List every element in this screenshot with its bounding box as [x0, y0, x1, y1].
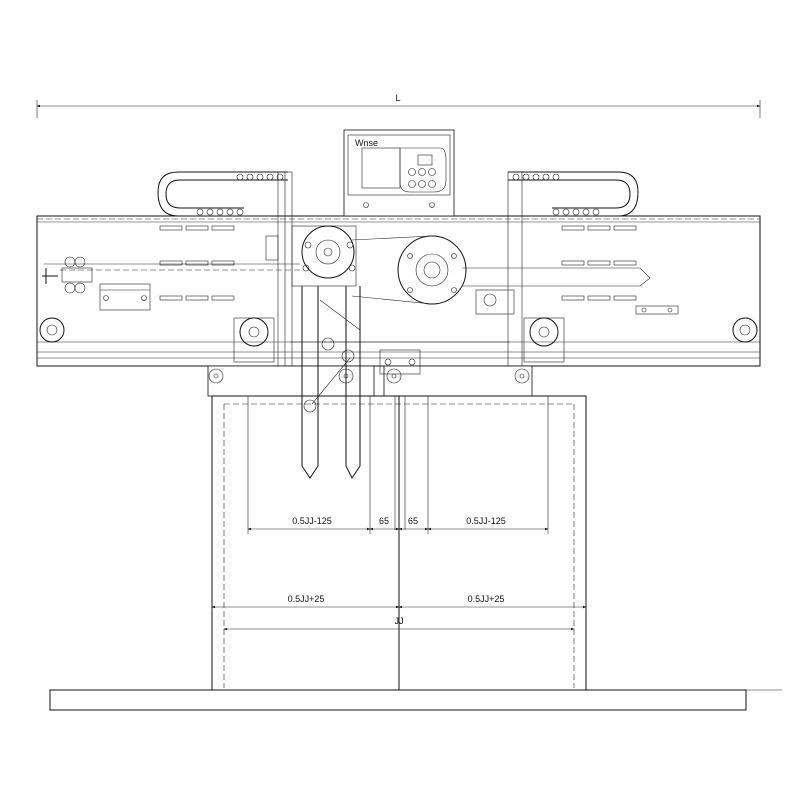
left-cable-chain [157, 171, 288, 217]
overall-width-dimension: L [36, 93, 761, 118]
controller-brand-label: Wnse [355, 138, 378, 148]
keypad-button-icon [418, 168, 426, 176]
clear-opening-label: JJ [395, 616, 404, 626]
clear-opening-dimension: JJ [223, 616, 575, 631]
left-panel-width-label: 0.5JJ+25 [288, 594, 325, 604]
keypad-button-icon [428, 168, 436, 176]
left-gap-label: 65 [379, 516, 389, 526]
keypad-button-icon [418, 180, 426, 188]
belt-rails [44, 263, 679, 343]
door-hangers [207, 349, 533, 397]
vane-offset-dimensions: 0.5JJ-125 65 65 0.5JJ-125 [247, 396, 549, 534]
right-panel-width-label: 0.5JJ+25 [468, 594, 505, 604]
end-rollers [39, 317, 758, 363]
drive-pulley [351, 235, 467, 305]
motor-assembly [265, 225, 357, 287]
keypad-button-icon [428, 180, 436, 188]
panel-width-dimensions: 0.5JJ+25 0.5JJ+25 [211, 594, 587, 612]
header-beam [36, 215, 761, 367]
left-hand-fixture [42, 256, 151, 311]
overall-width-label: L [395, 93, 400, 103]
right-gap-label: 65 [408, 516, 418, 526]
right-panel-offset-label: 0.5JJ-125 [466, 516, 506, 526]
door-sill [49, 689, 782, 711]
left-mounting-slots [159, 225, 235, 301]
left-panel-offset-label: 0.5JJ-125 [292, 516, 332, 526]
keypad-button-icon [408, 180, 416, 188]
keypad-button-icon [408, 168, 416, 176]
door-panels [211, 395, 587, 691]
right-cable-chain [508, 171, 639, 217]
right-mounting-slots [561, 225, 637, 301]
controller-unit: Wnse [343, 129, 455, 217]
